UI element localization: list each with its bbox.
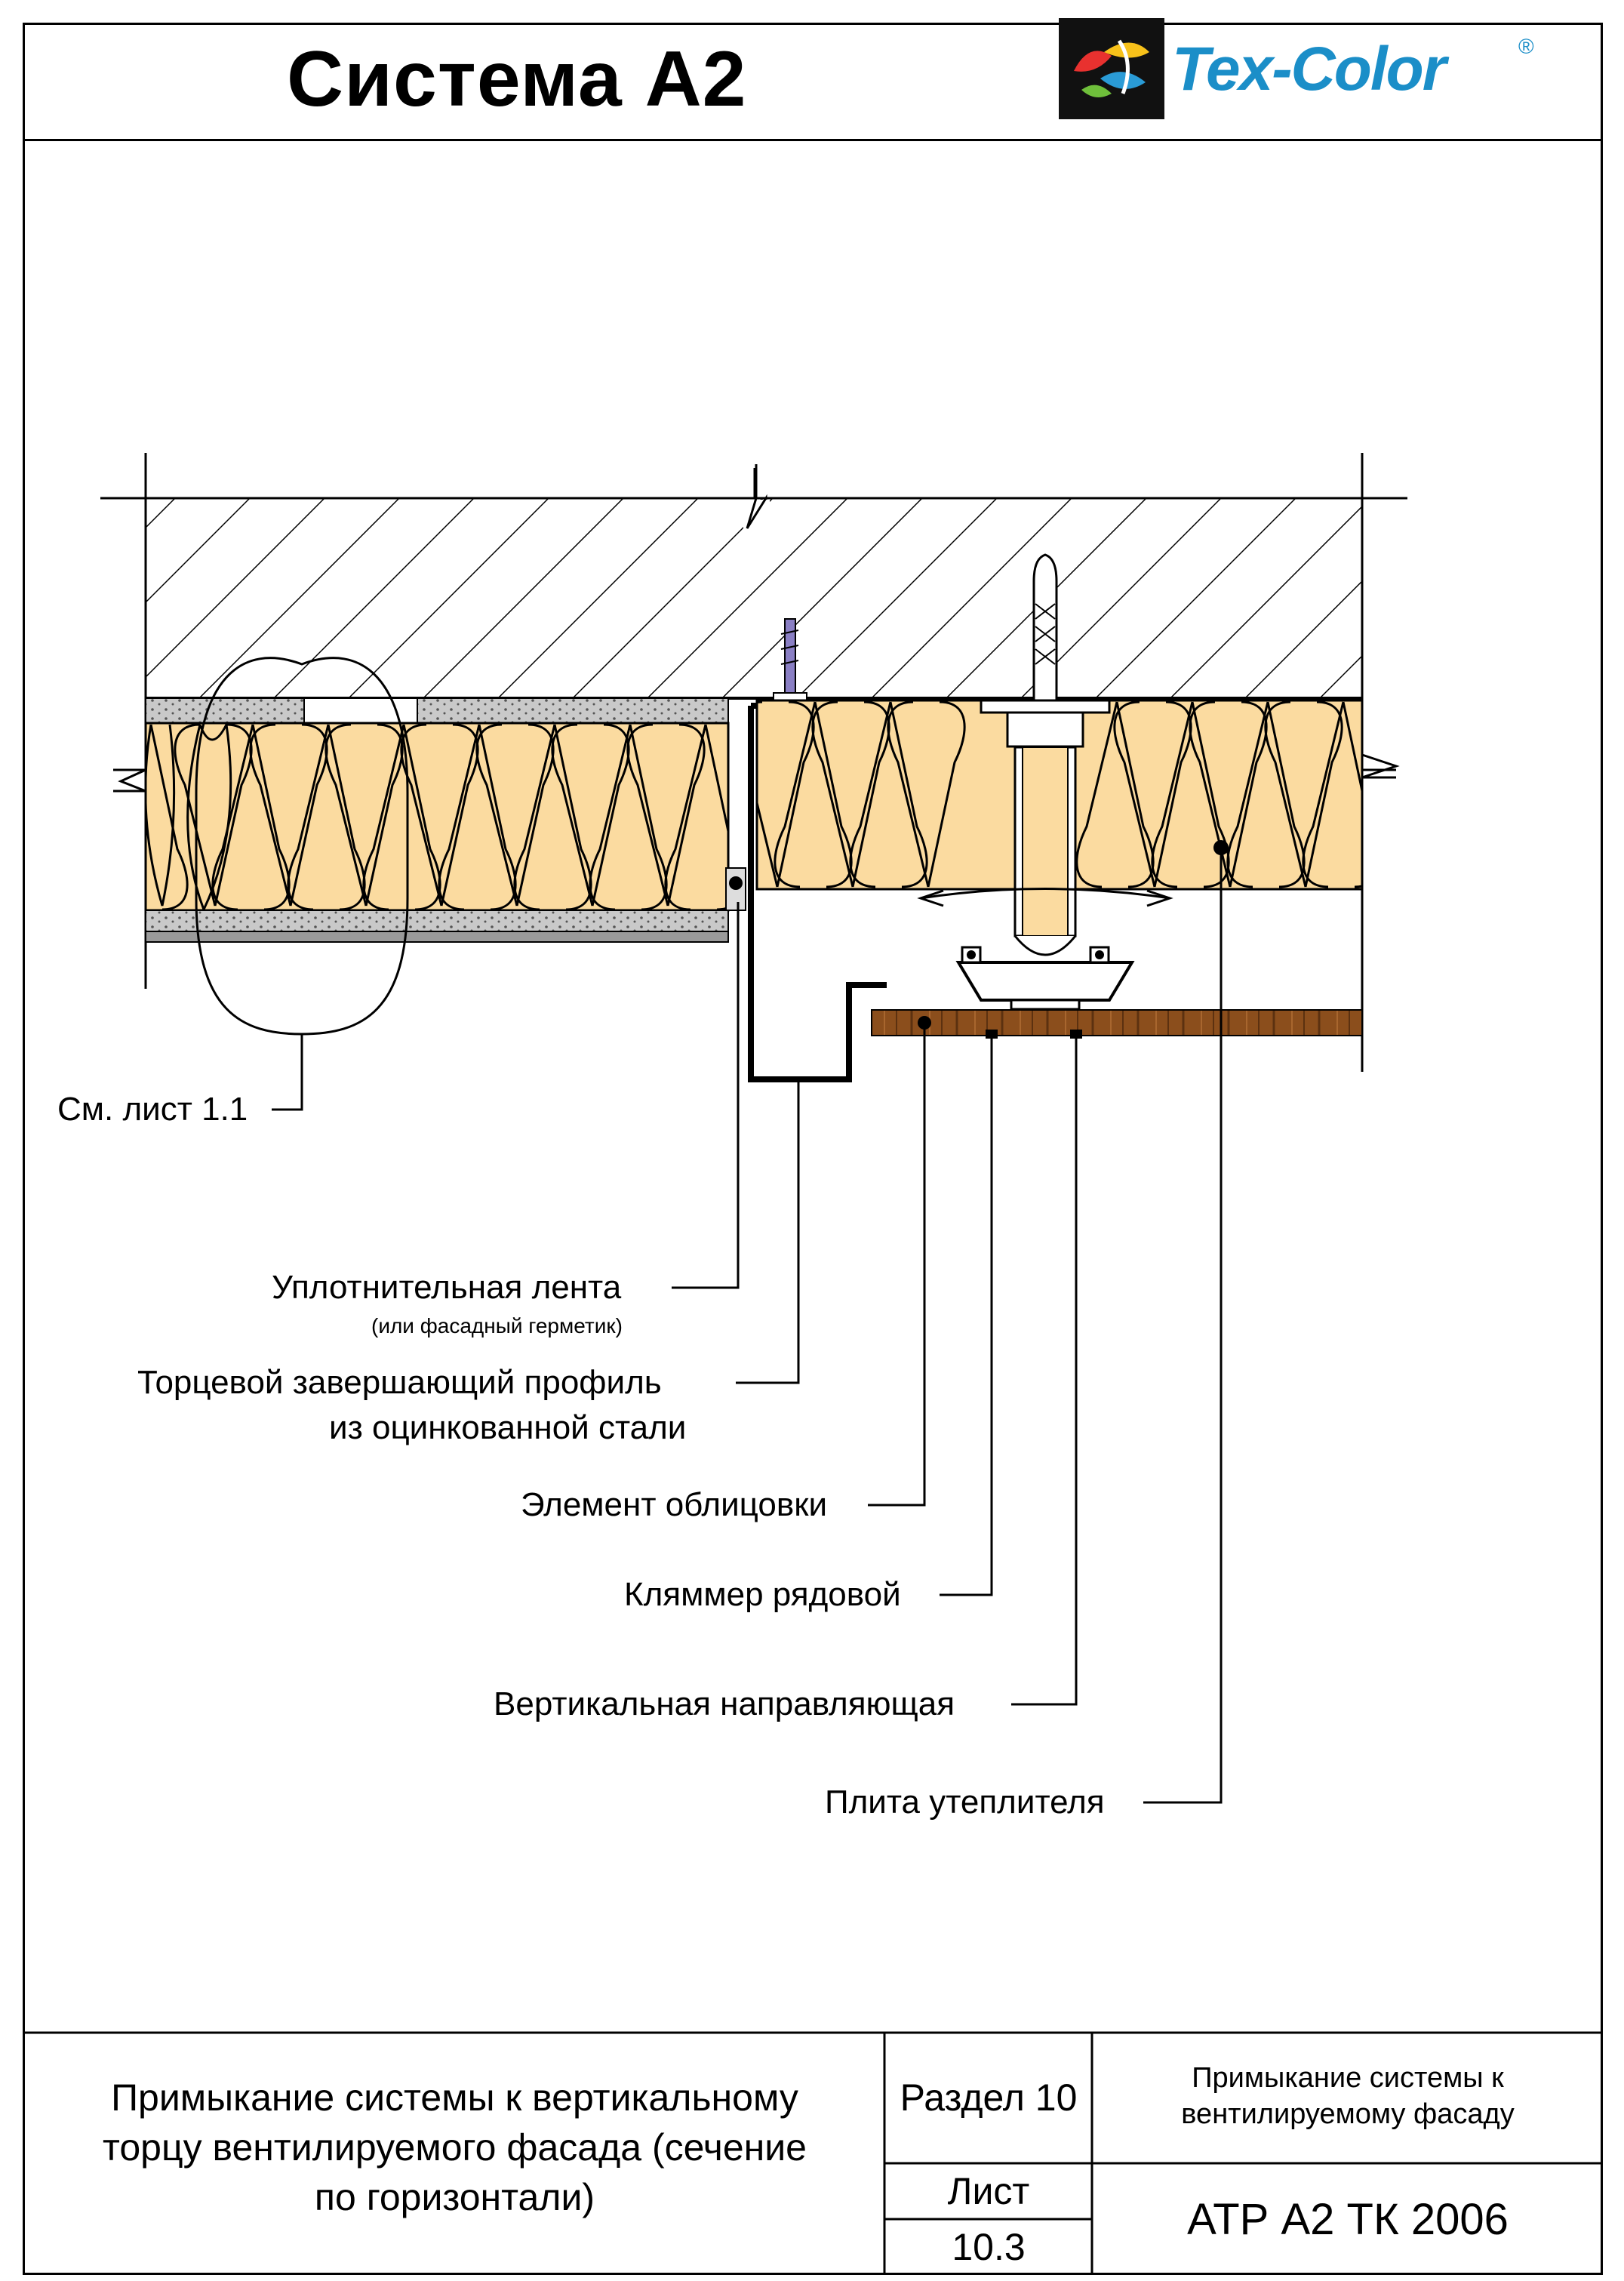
subject-line1: Примыкание системы к [1192,2062,1504,2094]
sealing-tape-label: Уплотнительная лента [272,1269,622,1306]
header-divider [23,139,1603,141]
section-number: Раздел 10 [900,2076,1078,2119]
clamp-label: Кляммер рядовой [624,1576,901,1613]
insulation-label: Плита утеплителя [825,1784,1105,1821]
end-profile-label-line1: Торцевой завершающий профиль [137,1364,662,1401]
vertical-rail-label: Вертикальная направляющая [494,1685,955,1722]
description-line3: по горизонтали) [314,2176,595,2218]
subject-line2: вентилируемому фасаду [1181,2098,1515,2130]
document-code: АТР А2 ТК 2006 [1187,2195,1509,2244]
drawing-frame [23,23,1603,2275]
left-insulation-layer [113,697,746,943]
description-line1: Примыкание системы к вертикальному [111,2076,798,2119]
cladding-board [871,1009,1363,1039]
logo-wordmark: Tex-Color [1172,35,1447,103]
page-title: Система А2 [287,35,747,123]
wall-section [100,453,1407,1072]
cladding-label: Элемент облицовки [521,1486,828,1523]
sheet-label: Лист [947,2170,1030,2212]
leader-lines [272,848,1223,1804]
sheet-number: 10.3 [952,2226,1026,2268]
see-sheet-label: См. лист 1.1 [57,1091,248,1128]
registered-mark: ® [1518,35,1534,58]
end-profile-label-line2: из оцинкованной стали [329,1409,687,1446]
sealing-tape-note: (или фасадный герметик) [371,1314,623,1338]
bracket-assembly [917,553,1173,1011]
description-line2: торцу вентилируемого фасада (сечение [103,2126,807,2169]
logo-icon [1059,18,1164,119]
